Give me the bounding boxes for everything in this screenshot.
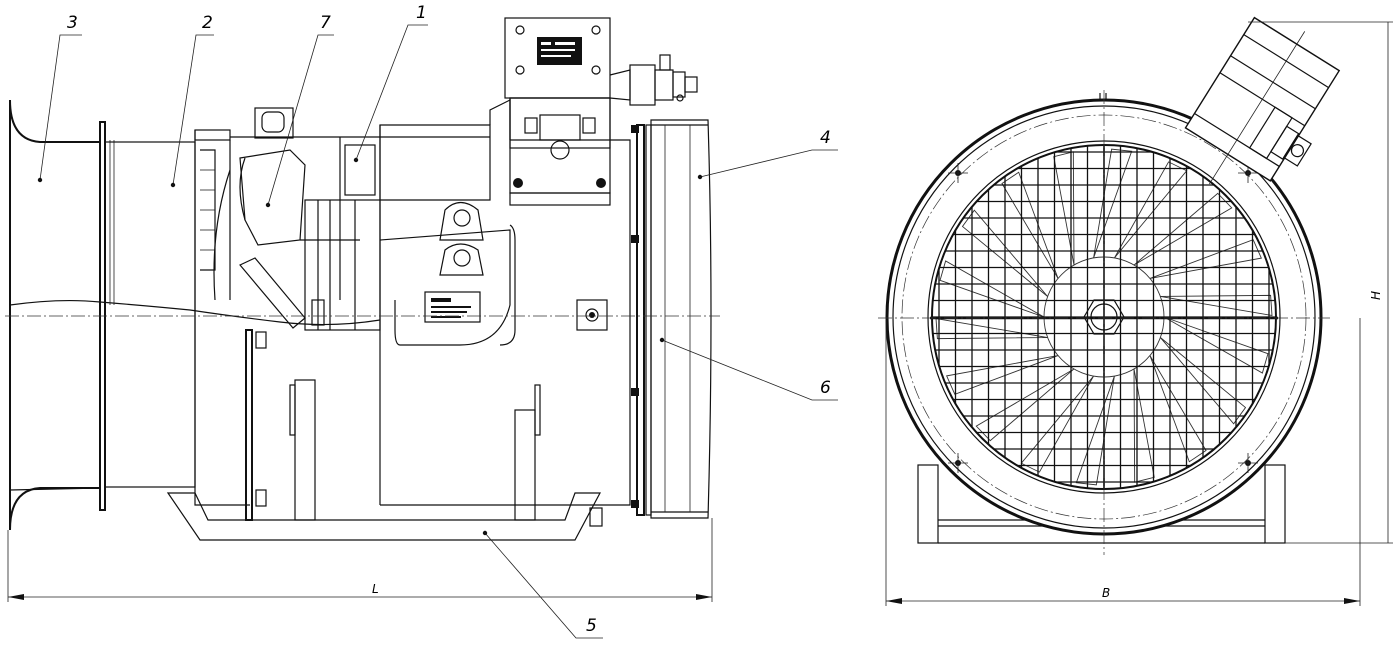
impeller-blade [1093, 148, 1133, 259]
dimension-length-label: L [372, 582, 379, 596]
outlet-duct [650, 119, 712, 519]
callout-5: 5 [586, 616, 597, 636]
impeller-blade [1053, 151, 1075, 266]
impeller-blade [1075, 375, 1115, 486]
impeller-blade [1149, 239, 1262, 279]
outlet-flange [631, 124, 652, 516]
front-view: B Н [878, 16, 1393, 606]
mounting-holes [948, 163, 1258, 473]
callout-7: 7 [320, 13, 331, 33]
impeller-blades [213, 149, 381, 331]
dimension-length: L [7, 518, 713, 602]
callout-3: 3 [67, 13, 78, 33]
impeller-blade [946, 355, 1059, 395]
dimension-height-label: Н [1369, 291, 1383, 300]
impeller-blade [1114, 161, 1188, 259]
dimension-width: B [885, 318, 1361, 606]
impeller-blade [1020, 375, 1094, 473]
terminal-box [504, 17, 698, 206]
side-view: L 3 2 7 1 4 6 5 [5, 3, 838, 639]
callout-6: 6 [820, 378, 831, 398]
impeller-blade [1133, 192, 1233, 266]
leader-lines [37, 24, 838, 639]
callout-4: 4 [820, 128, 831, 148]
main-casing [339, 99, 631, 506]
callout-1: 1 [416, 3, 427, 23]
intermediate-duct [104, 107, 490, 506]
impeller-blade [1133, 368, 1155, 483]
impeller-blade [975, 368, 1075, 442]
impeller-blade [1163, 316, 1269, 374]
base-frame [166, 329, 603, 541]
callout-2: 2 [202, 13, 213, 33]
dimension-height: Н [1248, 21, 1393, 544]
impeller-blade [935, 317, 1048, 340]
impeller-blade [1160, 294, 1273, 317]
dimension-width-label: B [1102, 586, 1110, 600]
front-terminal-box [1184, 16, 1341, 185]
impeller-blade [939, 260, 1045, 318]
